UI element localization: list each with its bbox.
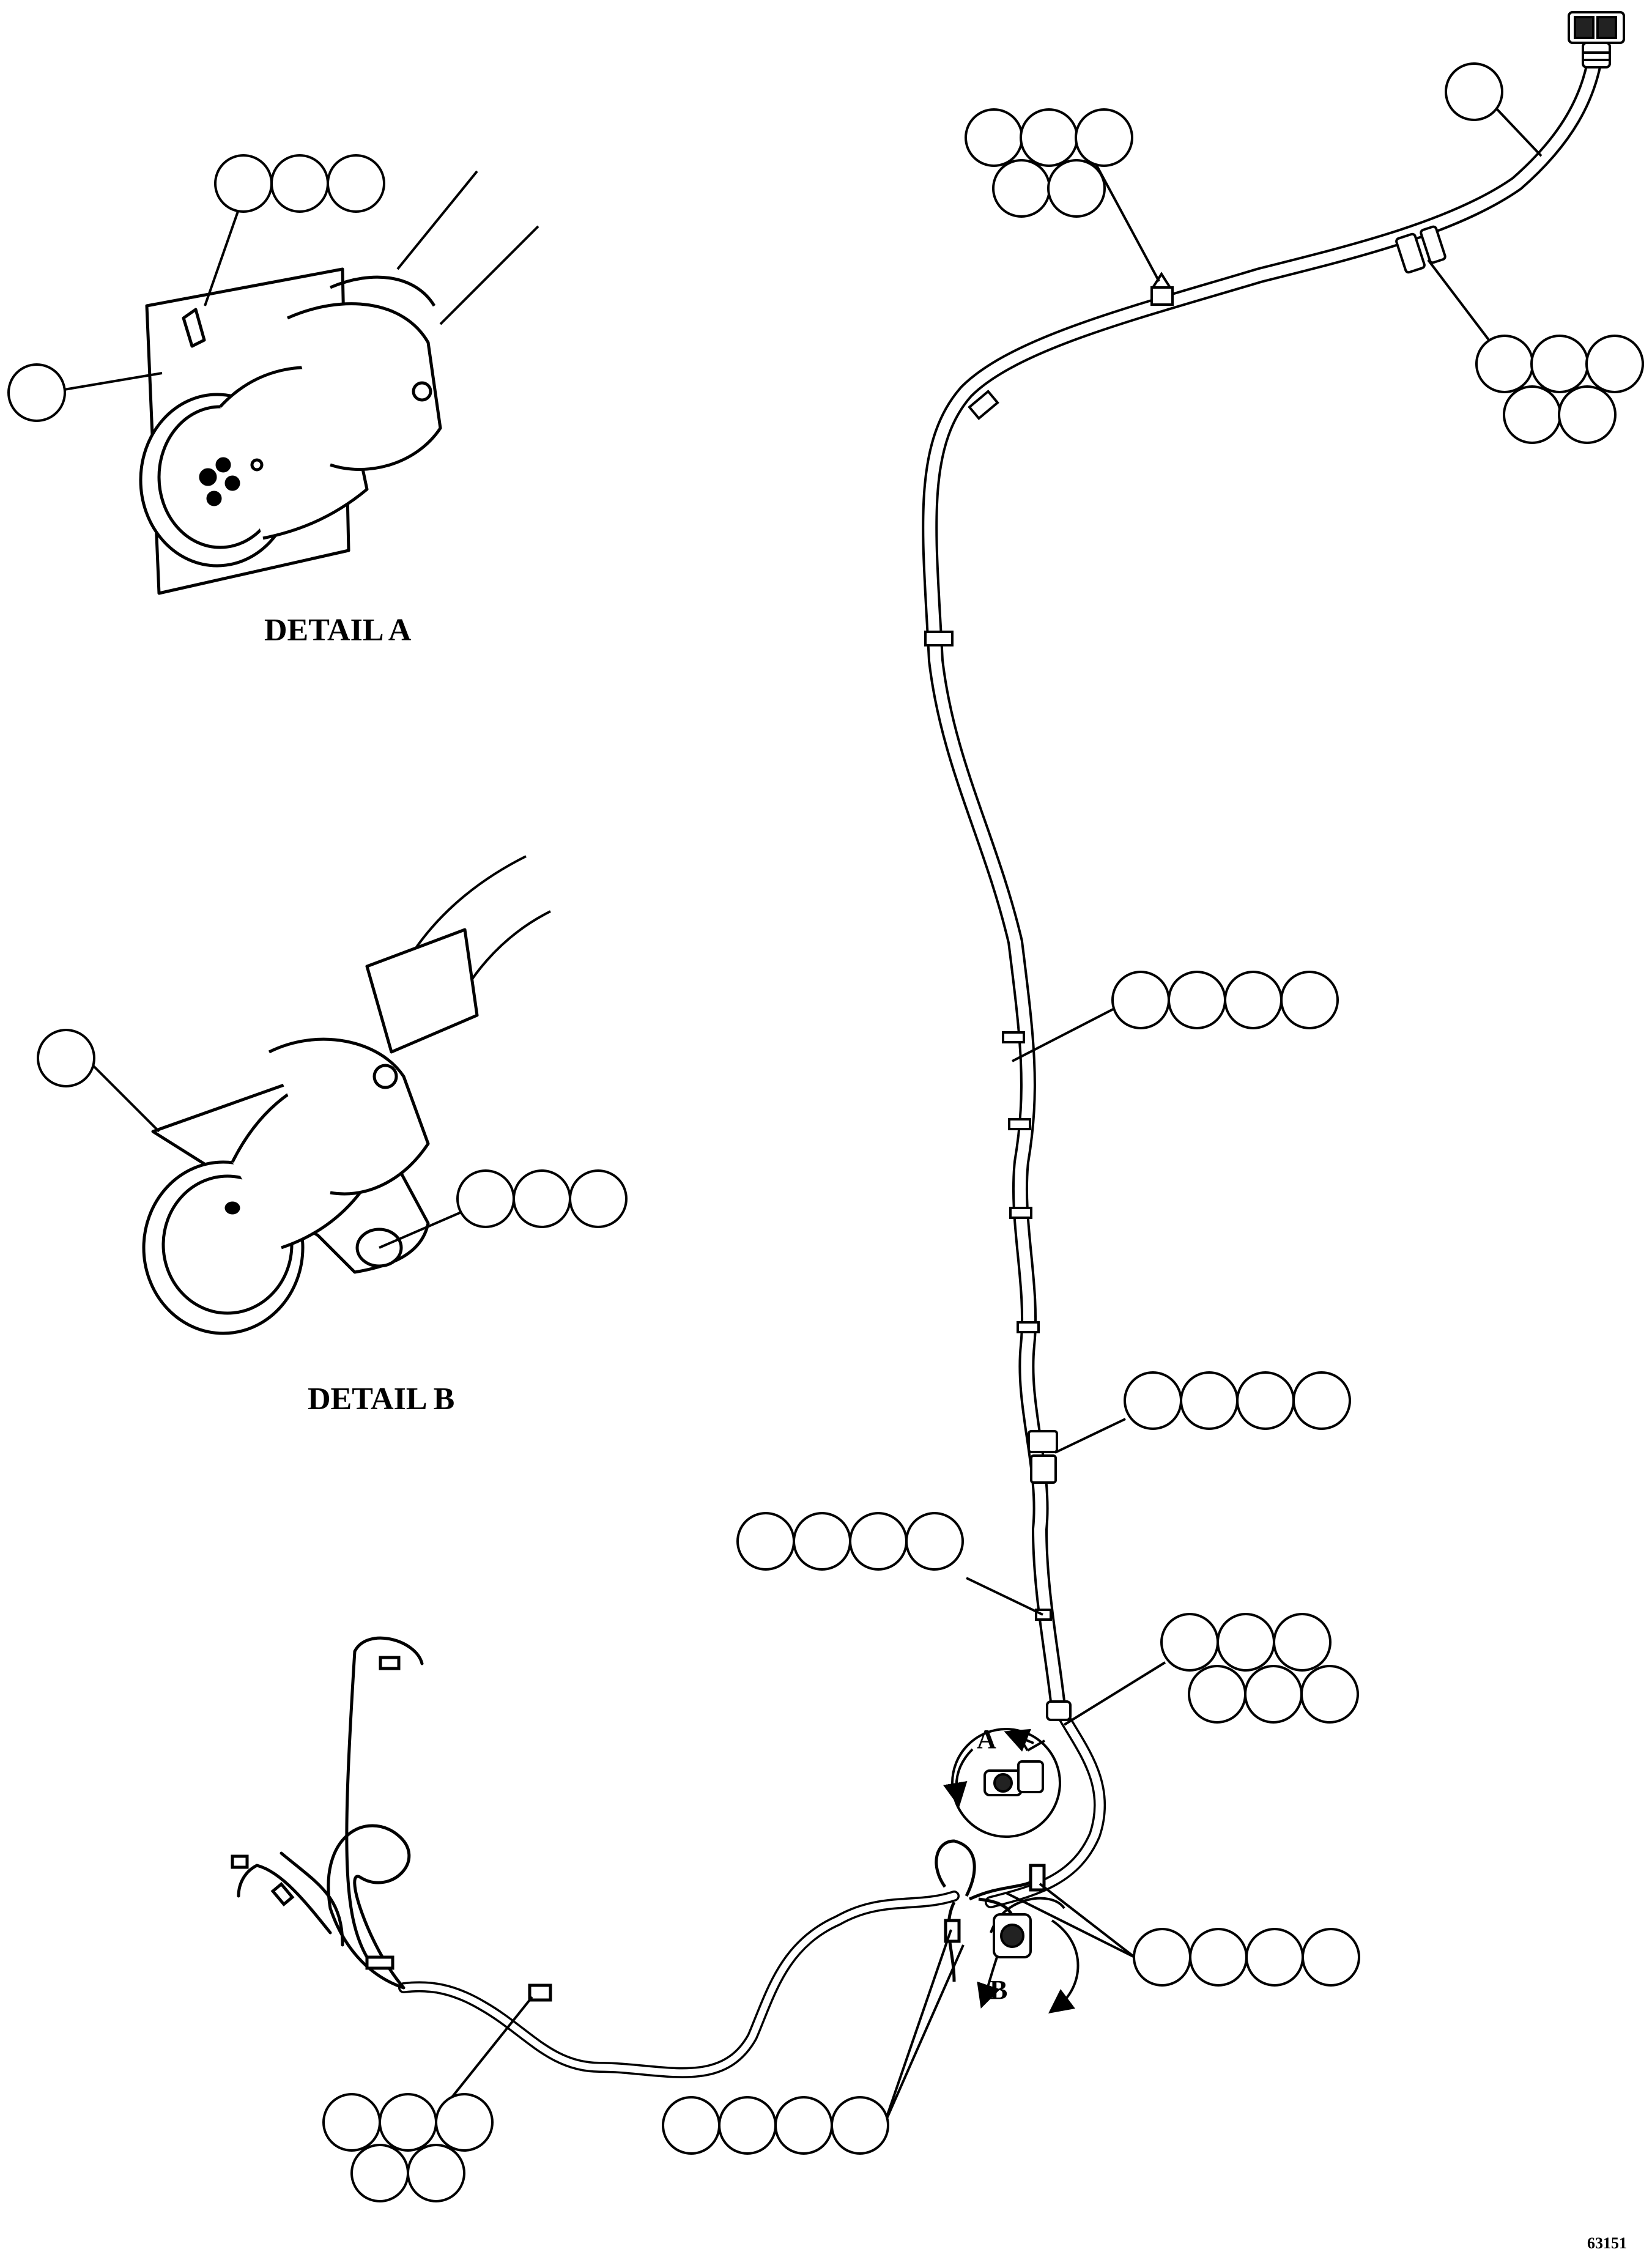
- callout-bottom-left-3: [435, 2093, 494, 2152]
- callout-mid-lower-4: [1292, 1371, 1351, 1430]
- callout-mid-upper-3: [1224, 971, 1283, 1029]
- callout-mid-upper-1: [1111, 971, 1170, 1029]
- callout-bottom-center-4: [831, 2096, 889, 2155]
- callout-bottom-center-1: [662, 2096, 720, 2155]
- callout-top-clamp-4: [992, 159, 1051, 218]
- callout-mid-upper-4: [1280, 971, 1339, 1029]
- callout-bottom-left-4: [350, 2144, 409, 2202]
- callout-mid-lower-1: [1124, 1371, 1182, 1430]
- harness-branch-junction: [935, 1839, 1046, 1982]
- callout-det-b-left-1: [37, 1029, 95, 1087]
- callout-bubbles: [7, 62, 1644, 2202]
- callout-right-clamp-4: [1503, 385, 1561, 444]
- callout-right-lower-2: [1217, 1613, 1275, 1672]
- callout-right-clamp-2: [1530, 335, 1589, 393]
- view-b-label: B: [990, 1975, 1008, 2005]
- detail-a-drawing: [139, 170, 539, 595]
- figure-number: 63151: [1587, 2234, 1627, 2252]
- bottom-left-branches: [231, 1636, 552, 2002]
- callout-det-b-right-3: [569, 1169, 628, 1228]
- callout-branch-right-1: [1133, 1928, 1191, 1987]
- callout-left-mid-3: [849, 1512, 908, 1571]
- callout-branch-right-2: [1189, 1928, 1248, 1987]
- callout-left-mid-4: [905, 1512, 964, 1571]
- callout-bottom-left-1: [322, 2093, 381, 2152]
- callout-det-a-top-1: [214, 154, 273, 213]
- callout-right-lower-6: [1300, 1665, 1359, 1724]
- callout-top-clamp-1: [965, 108, 1023, 167]
- view-a-arrow-right: [1004, 1728, 1034, 1752]
- callout-det-a-top-2: [270, 154, 329, 213]
- detail-a-title: DETAIL A: [264, 613, 412, 648]
- callout-bottom-center-3: [774, 2096, 833, 2155]
- callout-bottom-center-2: [718, 2096, 777, 2155]
- callout-top-right-end-1: [1445, 62, 1503, 121]
- callout-right-lower-3: [1273, 1613, 1332, 1672]
- callout-det-a-left-1: [7, 363, 66, 422]
- callout-right-clamp-1: [1475, 335, 1534, 393]
- callout-det-a-top-3: [327, 154, 385, 213]
- callout-branch-right-4: [1302, 1928, 1360, 1987]
- callout-top-clamp-2: [1020, 108, 1078, 167]
- view-a-arrow-left: [943, 1748, 974, 1807]
- callout-branch-right-3: [1245, 1928, 1304, 1987]
- detail-b-drawing: [142, 855, 551, 1335]
- top-end-connector: [1568, 11, 1625, 69]
- callout-det-b-right-2: [513, 1169, 571, 1228]
- harness-clamps: [924, 225, 1446, 1721]
- callout-left-mid-1: [736, 1512, 795, 1571]
- callout-left-mid-2: [793, 1512, 851, 1571]
- callout-right-clamp-5: [1558, 385, 1617, 444]
- callout-right-lower-5: [1244, 1665, 1303, 1724]
- callout-bottom-left-5: [407, 2144, 465, 2202]
- callout-right-lower-1: [1160, 1613, 1219, 1672]
- callout-top-clamp-3: [1075, 108, 1133, 167]
- callout-leaders: [64, 97, 1543, 2126]
- callout-right-lower-4: [1188, 1665, 1246, 1724]
- view-b-connector: [977, 1897, 1080, 2014]
- view-a-label: A: [977, 1724, 996, 1754]
- view-a-connector: [951, 1728, 1061, 1838]
- callout-mid-upper-2: [1168, 971, 1226, 1029]
- callout-bottom-left-2: [379, 2093, 437, 2152]
- callout-top-clamp-5: [1047, 159, 1106, 218]
- callout-mid-lower-2: [1180, 1371, 1239, 1430]
- callout-right-clamp-3: [1585, 335, 1644, 393]
- callout-mid-lower-3: [1236, 1371, 1295, 1430]
- callout-det-b-right-1: [456, 1169, 515, 1228]
- main-harness-cable: [398, 41, 1604, 2078]
- detail-b-title: DETAIL B: [308, 1382, 455, 1417]
